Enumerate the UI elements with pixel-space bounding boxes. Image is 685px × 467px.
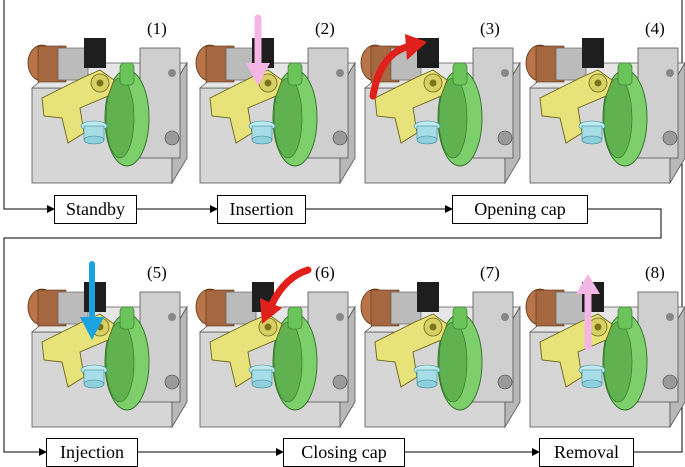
connector-opening-injection bbox=[3, 208, 662, 456]
motion-arrow-icon bbox=[246, 14, 270, 86]
panel-7: (7) bbox=[360, 263, 521, 428]
panel-number: (8) bbox=[645, 263, 665, 282]
step-injection: Injection bbox=[46, 438, 138, 467]
panel-number: (7) bbox=[480, 263, 500, 282]
mechanism-illustration bbox=[525, 281, 685, 428]
panel-number: (4) bbox=[645, 19, 665, 38]
mechanism-illustration bbox=[525, 37, 685, 184]
motion-arrow-icon bbox=[576, 274, 600, 351]
panel-3: (3) bbox=[360, 19, 521, 184]
panel-number: (5) bbox=[147, 263, 167, 282]
connector-to-standby bbox=[3, 0, 55, 213]
flow-connectors bbox=[3, 0, 683, 456]
step-standby: Standby bbox=[54, 195, 137, 224]
mechanism-illustration bbox=[360, 281, 521, 428]
panel-1: (1) bbox=[27, 19, 188, 184]
panel-5: (5) bbox=[27, 261, 188, 428]
mechanism-illustration bbox=[195, 37, 356, 184]
step-removal: Removal bbox=[539, 438, 634, 467]
panel-number: (2) bbox=[315, 19, 335, 38]
motion-arrow-icon bbox=[260, 266, 312, 324]
panel-number: (6) bbox=[315, 263, 335, 282]
panel-number: (3) bbox=[480, 19, 500, 38]
step-opening-cap: Opening cap bbox=[452, 195, 588, 224]
motion-arrow-icon bbox=[80, 261, 104, 340]
panel-grid: (1) (2) (3) (4) (5) (6) (7) (8) bbox=[27, 14, 685, 428]
panel-8: (8) bbox=[525, 263, 685, 428]
mechanism-illustration bbox=[27, 37, 188, 184]
panel-6: (6) bbox=[195, 263, 356, 428]
panel-4: (4) bbox=[525, 19, 685, 184]
panel-2: (2) bbox=[195, 14, 356, 184]
mechanism-illustration bbox=[27, 281, 188, 428]
panel-number: (1) bbox=[147, 19, 167, 38]
step-insertion: Insertion bbox=[217, 195, 306, 224]
motion-arrow-icon bbox=[369, 34, 427, 100]
step-closing-cap: Closing cap bbox=[283, 438, 405, 467]
